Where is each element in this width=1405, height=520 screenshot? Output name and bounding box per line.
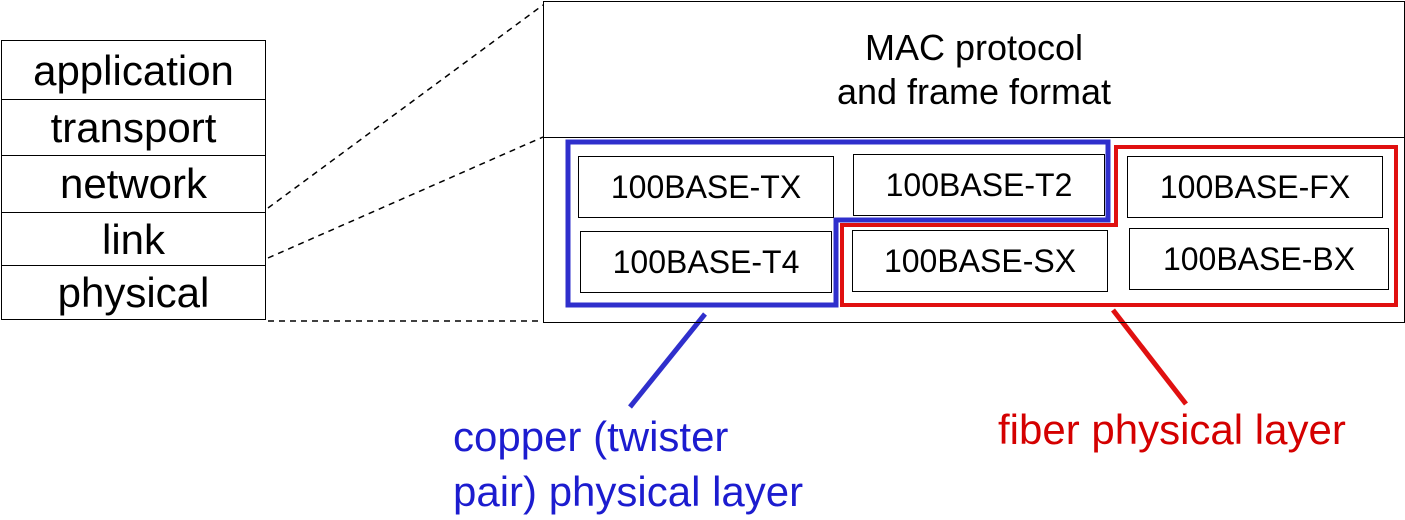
std-100base-tx: 100BASE-TX: [578, 156, 834, 218]
copper-pointer: [628, 312, 707, 409]
layer-link: link: [2, 212, 265, 266]
std-100base-fx: 100BASE-FX: [1127, 156, 1383, 218]
zoom-line-mid: [267, 136, 544, 259]
protocol-stack: application transport network link physi…: [1, 40, 266, 320]
fiber-pointer: [1111, 308, 1188, 406]
layer-application: application: [33, 47, 234, 94]
zoom-line-top: [267, 4, 544, 209]
std-100base-t2: 100BASE-T2: [853, 154, 1105, 216]
mac-line-2: and frame format: [836, 70, 1112, 112]
layer-network: network: [2, 155, 265, 212]
copper-caption-line-2: pair) physical layer: [453, 468, 804, 516]
layer-physical: physical: [2, 265, 265, 320]
std-100base-sx: 100BASE-SX: [852, 230, 1108, 292]
mac-protocol-box: MAC protocol and frame format: [544, 2, 1404, 138]
copper-group-outline: [565, 139, 1111, 308]
copper-caption-line-1: copper (twister: [453, 413, 729, 460]
fiber-group-outline: [840, 145, 1398, 307]
copper-caption: copper (twister pair) physical layer: [453, 409, 803, 520]
std-100base-bx: 100BASE-BX: [1129, 228, 1389, 290]
std-100base-t4: 100BASE-T4: [580, 231, 832, 293]
mac-line-1: MAC protocol: [864, 26, 1084, 68]
layer-transport: transport: [2, 99, 265, 156]
link-layer-detail: MAC protocol and frame format: [543, 1, 1405, 323]
fiber-caption: fiber physical layer: [998, 406, 1346, 453]
